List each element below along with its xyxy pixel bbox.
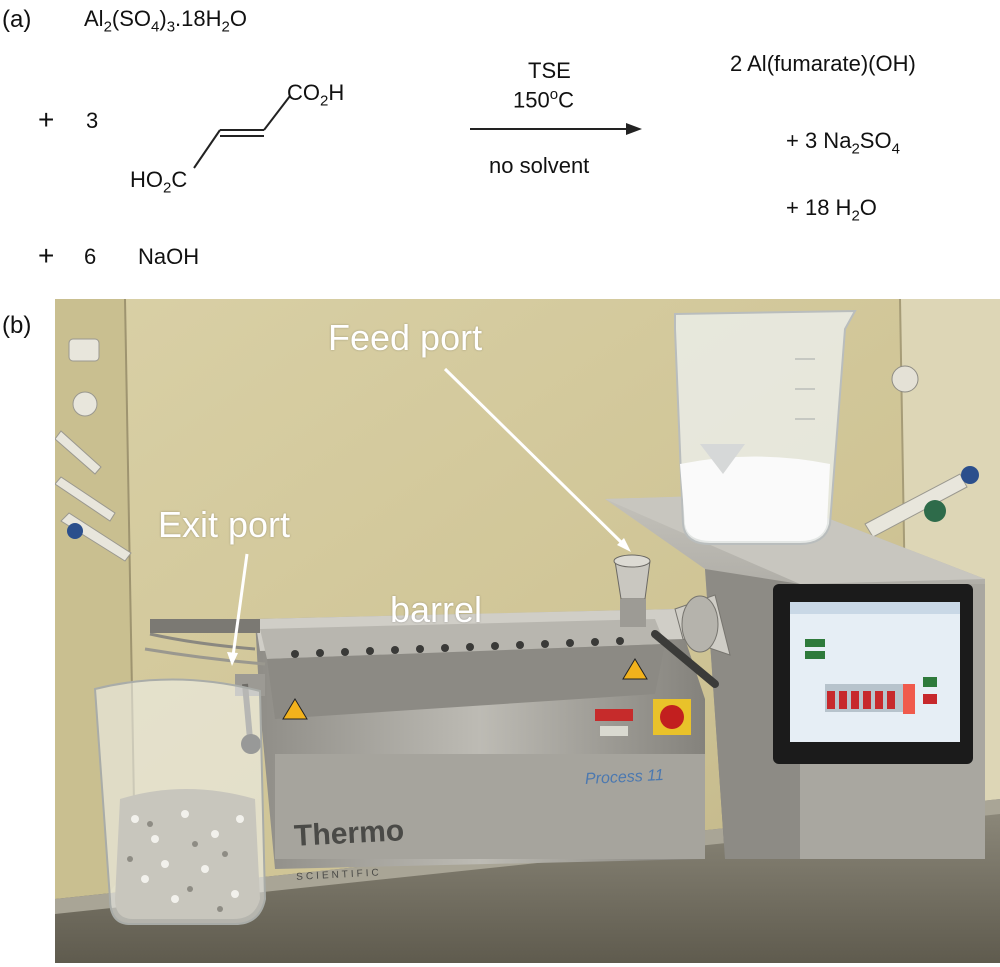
condition-temperature: 150oC xyxy=(513,86,574,113)
product-water: + 18 H2O xyxy=(786,195,877,225)
reactant-naoh: NaOH xyxy=(138,244,200,269)
carboxyl-top: CO2H xyxy=(287,80,345,110)
condition-tse: TSE xyxy=(528,58,571,83)
plus-sign-2: + xyxy=(38,104,55,135)
fumaric-acid-structure xyxy=(193,95,291,169)
plus-sign-3: + xyxy=(38,240,55,271)
reactant-aluminium-sulfate: Al2(SO4)3.18H2O xyxy=(84,6,247,36)
barrel-label: barrel xyxy=(390,589,483,630)
exit-port-label: Exit port xyxy=(158,504,291,545)
product-al-fumarate: 2 Al(fumarate)(OH) xyxy=(730,51,916,76)
right-wall-fittings xyxy=(864,365,979,538)
feed-port xyxy=(613,554,651,627)
condition-no-solvent: no solvent xyxy=(489,153,590,178)
panel-b-label: (b) xyxy=(2,312,32,339)
feed-port-label: Feed port xyxy=(328,317,483,358)
extruder-photo: Thermo SCIENTIFIC Process 11 Feed port E… xyxy=(55,299,1000,963)
brand-logo: Thermo SCIENTIFIC xyxy=(293,814,405,883)
coefficient-naoh: 6 xyxy=(84,244,97,269)
feed-beaker xyxy=(674,309,857,545)
product-sodium-sulfate: + 3 Na2SO4 xyxy=(786,128,900,158)
panel-a-label: (a) xyxy=(2,6,32,33)
extruder-body xyxy=(255,609,705,869)
extruder-illustration xyxy=(55,299,1000,963)
carboxyl-bottom: HO2C xyxy=(130,167,188,197)
drive-coupling xyxy=(651,594,731,688)
reaction-scheme: (a) Al2(SO4)3.18H2O + 3 CO2H HO2C + 6 Na… xyxy=(0,0,1000,295)
collection-beaker xyxy=(93,678,267,925)
coefficient-fumaric: 3 xyxy=(86,108,99,133)
gas-tap-fittings xyxy=(55,338,132,562)
reaction-arrow xyxy=(470,123,642,135)
control-cabinet xyxy=(605,494,985,859)
